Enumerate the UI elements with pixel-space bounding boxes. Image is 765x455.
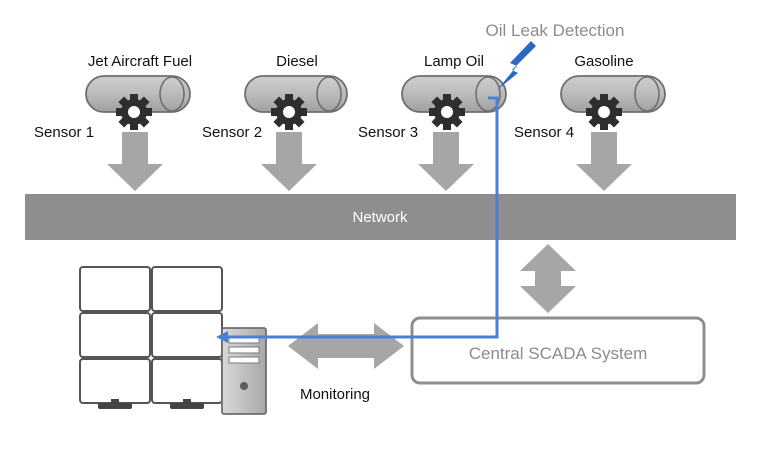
gear-icon [271,94,307,130]
leak-alert-arrowhead [216,331,228,343]
central-scada-label: Central SCADA System [469,344,648,363]
leak-alert-line [226,96,499,339]
tank-group-diesel: Diesel Sensor 2 [202,53,348,191]
tank-group-jet-aircraft-fuel: Jet Aircraft Fuel Sensor 1 [34,53,192,191]
sensor-down-arrow [107,132,163,191]
network-bar [25,194,736,240]
tank-label: Gasoline [574,53,633,70]
network-label: Network [352,209,408,226]
tank-group-lamp-oil: Lamp Oil Sensor 3 [358,53,507,191]
monitoring-label: Monitoring [300,386,370,403]
monitor-wall-icon [79,266,223,409]
lightning-icon [497,41,536,90]
sensor-label: Sensor 2 [202,124,262,141]
tank-group-gasoline: Gasoline Sensor 4 [514,53,666,191]
sensor-label: Sensor 4 [514,124,574,141]
server-tower-icon [221,327,267,415]
gear-icon [116,94,152,130]
sensor-label: Sensor 1 [34,124,94,141]
sensor-down-arrow [418,132,474,191]
network-scada-double-arrow [520,244,576,313]
central-scada-box [410,316,706,385]
monitoring-double-arrow [288,323,404,369]
tank-label: Jet Aircraft Fuel [88,53,192,70]
sensor-down-arrow [261,132,317,191]
oil-leak-detection-label: Oil Leak Detection [486,21,625,40]
gear-icon [586,94,622,130]
tank-label: Lamp Oil [424,53,484,70]
gear-icon [429,94,465,130]
tank-label: Diesel [276,53,318,70]
sensor-down-arrow [576,132,632,191]
sensor-label: Sensor 3 [358,124,418,141]
